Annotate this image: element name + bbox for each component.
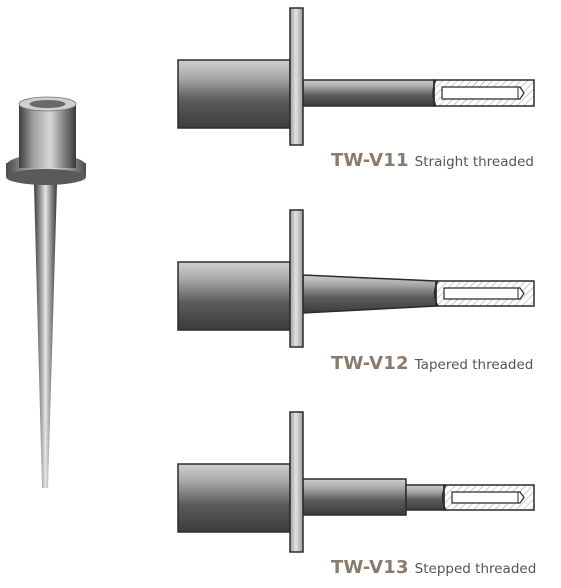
bore-hole (441, 86, 525, 100)
caption-tw-v11: TW-V11 Straight threaded (331, 150, 534, 171)
hub-body (177, 59, 291, 129)
photo-shaft (34, 184, 57, 488)
variant-description: Straight threaded (414, 154, 534, 170)
variant-description: Tapered threaded (414, 357, 534, 373)
diagram-tw-v11 (177, 7, 535, 146)
caption-tw-v13: TW-V13 Stepped threaded (331, 557, 536, 578)
variant-code: TW-V13 (331, 557, 409, 578)
variant-description: Stepped threaded (414, 561, 537, 577)
stem (302, 79, 435, 107)
hub-body (177, 261, 291, 331)
stem-wide (302, 478, 407, 516)
thermowell-photo (6, 96, 86, 488)
bore-hole (451, 491, 525, 504)
flange (289, 411, 304, 553)
diagram-tw-v13 (177, 411, 535, 553)
stem-narrow (405, 484, 445, 511)
photo-flange-bottom (6, 169, 86, 185)
break-line (441, 484, 447, 511)
caption-tw-v12: TW-V12 Tapered threaded (331, 353, 533, 374)
variant-code: TW-V12 (331, 353, 409, 374)
flange (289, 7, 304, 146)
variant-code: TW-V11 (331, 150, 409, 171)
flange (289, 209, 304, 348)
bore-hole (443, 287, 525, 300)
hub-body (177, 463, 291, 533)
photo-collar (19, 104, 76, 168)
photo-collar-bore (29, 100, 66, 108)
stem (302, 274, 437, 314)
break-line (433, 280, 439, 307)
break-line (432, 79, 437, 107)
diagram-tw-v12 (177, 209, 535, 348)
